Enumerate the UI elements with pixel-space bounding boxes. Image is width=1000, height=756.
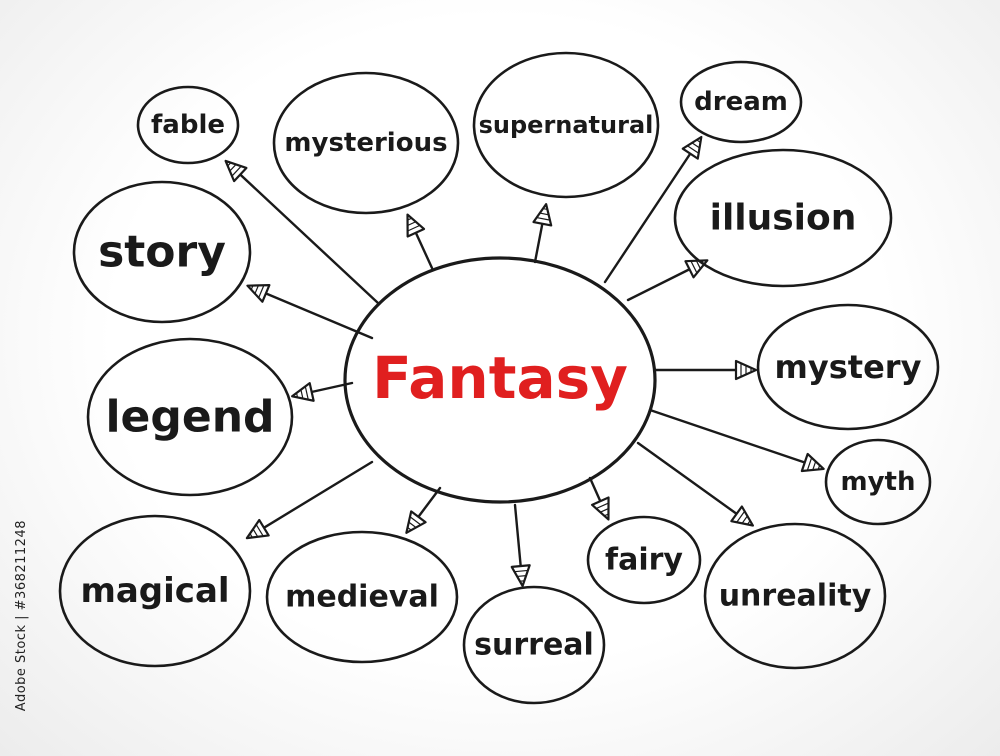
node-myth: myth <box>824 438 932 526</box>
arrow-head-magical <box>245 518 270 540</box>
arrow-hatch-fairy <box>604 513 609 517</box>
node-legend: legend <box>86 337 294 497</box>
arrow-head-mysterious <box>406 213 426 238</box>
node-ellipse-myth <box>824 438 932 526</box>
arrow-hatch-mysterious <box>407 217 412 221</box>
arrow-hatch-fairy <box>595 502 609 510</box>
node-unreality: unreality <box>703 522 887 670</box>
node-ellipse-illusion <box>673 148 893 288</box>
node-label-fable: fable <box>151 110 225 140</box>
watermark-text: Adobe Stock | #368211248 <box>14 520 29 712</box>
node-label-supernatural: supernatural <box>479 111 654 139</box>
arrow-line-story <box>251 286 374 340</box>
node-label-myth: myth <box>841 467 916 497</box>
arrow-hatch-legend <box>295 392 299 398</box>
arrow-hatch-fable <box>229 164 237 172</box>
center-label: Fantasy <box>372 344 628 412</box>
node-ellipse-dream <box>679 60 803 144</box>
node-ellipse-medieval <box>265 530 459 664</box>
node-medieval: medieval <box>265 530 459 664</box>
arrow-hatch-magical <box>252 528 259 538</box>
node-label-surreal: surreal <box>474 628 594 663</box>
arrow-head-fairy <box>590 496 610 521</box>
nodes-layer: fable mysterious supernatural dream illusion… <box>58 51 940 705</box>
arrow-line-myth <box>648 408 820 469</box>
arrow-line-magical <box>250 460 374 537</box>
node-label-magical: magical <box>80 571 229 611</box>
arrow-hatch-surreal <box>514 569 528 573</box>
arrow-hatch-unreality <box>741 515 748 524</box>
arrow-hatch-fable <box>227 162 232 167</box>
node-ellipse-mystery <box>756 303 940 431</box>
arrow-hatch-illusion <box>690 260 698 274</box>
arrow-hatch-story <box>254 285 259 294</box>
node-label-dream: dream <box>694 87 788 117</box>
node-ellipse-unreality <box>703 522 887 670</box>
node-label-mysterious: mysterious <box>284 128 447 158</box>
arrow-line-dream <box>603 140 700 284</box>
node-mysterious: mysterious <box>272 71 460 215</box>
arrows-layer <box>224 135 825 588</box>
arrow-hatch-medieval <box>408 521 417 528</box>
node-ellipse-surreal <box>462 585 606 705</box>
arrow-hatch-story <box>250 285 254 290</box>
node-ellipse-fairy <box>586 515 702 605</box>
node-ellipse-mysterious <box>272 71 460 215</box>
node-fairy: fairy <box>586 515 702 605</box>
arrow-hatch-unreality <box>736 510 746 523</box>
center-node: Fantasy <box>343 256 657 504</box>
arrow-hatch-dream <box>687 145 699 154</box>
node-illusion: illusion <box>673 148 893 288</box>
node-label-story: story <box>98 227 226 278</box>
arrow-hatch-myth <box>817 464 821 470</box>
arrow-line-unreality <box>636 441 750 524</box>
arrow-hatch-supernatural <box>539 212 549 216</box>
node-ellipse-legend <box>86 337 294 497</box>
node-ellipse-supernatural <box>472 51 660 199</box>
arrow-hatch-surreal <box>517 575 527 578</box>
arrow-hatch-magical <box>255 524 264 537</box>
arrow-hatch-mysterious <box>407 221 417 227</box>
arrow-hatch-mysterious <box>407 224 421 232</box>
arrow-hatch-illusion <box>695 260 701 270</box>
node-surreal: surreal <box>462 585 606 705</box>
node-fable: fable <box>136 85 240 165</box>
node-label-illusion: illusion <box>710 198 857 239</box>
arrow-hatch-fable <box>231 165 242 177</box>
arrow-line-fable <box>228 163 380 305</box>
node-story: story <box>72 180 252 324</box>
arrow-hatch-dream <box>691 142 700 149</box>
arrow-hatch-story <box>258 285 265 298</box>
arrow-hatch-supernatural <box>536 216 551 221</box>
arrow-hatch-medieval <box>407 526 412 531</box>
node-label-medieval: medieval <box>285 580 439 615</box>
node-ellipse-magical <box>58 514 252 668</box>
center-ellipse <box>343 256 657 504</box>
node-dream: dream <box>679 60 803 144</box>
node-label-unreality: unreality <box>719 579 872 614</box>
node-supernatural: supernatural <box>472 51 660 199</box>
arrow-hatch-legend <box>304 386 309 400</box>
node-ellipse-story <box>72 180 252 324</box>
arrow-hatch-myth <box>806 457 813 471</box>
arrow-hatch-fairy <box>600 507 609 513</box>
arrow-hatch-supernatural <box>542 208 548 211</box>
node-magical: magical <box>58 514 252 668</box>
arrow-hatch-dream <box>696 139 701 143</box>
arrow-hatch-unreality <box>747 520 751 525</box>
arrow-hatch-magical <box>249 533 253 538</box>
node-mystery: mystery <box>756 303 940 431</box>
arrow-hatch-myth <box>812 461 817 471</box>
node-label-mystery: mystery <box>775 348 922 386</box>
node-label-legend: legend <box>105 392 274 443</box>
node-ellipse-fable <box>136 85 240 165</box>
arrow-hatch-medieval <box>409 516 422 526</box>
arrow-hatch-legend <box>300 389 304 399</box>
node-label-fairy: fairy <box>605 543 683 578</box>
arrow-head-story <box>246 284 271 303</box>
